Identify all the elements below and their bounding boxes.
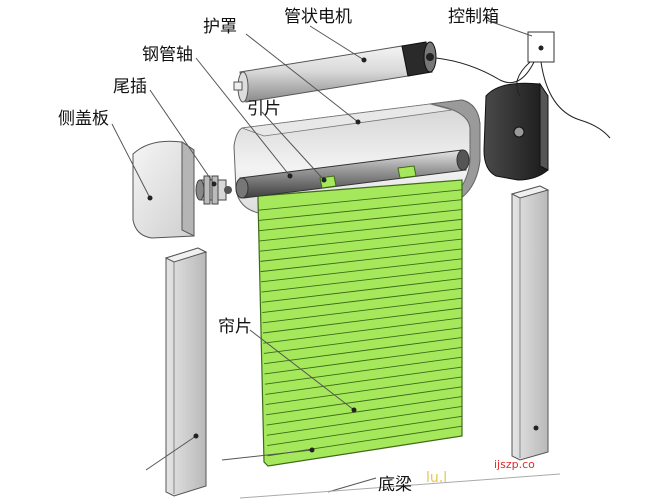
slat-line — [266, 406, 463, 436]
label-curtain-slat: 帘片 — [218, 317, 252, 337]
label-tail-plug: 尾插 — [113, 77, 147, 97]
motor-bracket — [483, 82, 549, 181]
slat-line — [262, 297, 463, 324]
label-bottom-beam: 底梁 — [378, 475, 412, 495]
slat-line — [262, 307, 463, 334]
slat-line — [263, 327, 463, 354]
tail-plug — [195, 175, 232, 205]
slat-line — [260, 238, 463, 262]
slat-line — [263, 317, 463, 344]
slat-line — [259, 228, 463, 252]
wires — [435, 57, 611, 139]
label-side-cover: 侧盖板 — [58, 109, 109, 129]
label-control-box: 控制箱 — [448, 7, 499, 27]
tubular-motor — [233, 41, 437, 103]
slat-line — [261, 268, 463, 293]
watermark-tail: lu.l — [426, 470, 448, 486]
slat-line — [258, 189, 463, 211]
slat-line — [259, 209, 463, 232]
side-cover-plate — [132, 140, 195, 239]
slat-line — [262, 287, 463, 313]
ground-line — [239, 473, 561, 499]
label-steel-shaft: 钢管轴 — [142, 45, 193, 65]
slat-line — [264, 356, 463, 385]
label-lead-slat: 引片 — [247, 99, 281, 119]
slat-line — [264, 346, 463, 375]
slat-line — [265, 376, 463, 406]
slat-line — [267, 415, 463, 446]
right-guide-rail — [510, 185, 550, 461]
watermark-site: ijszp.co — [494, 458, 535, 471]
slat-line — [261, 278, 463, 303]
left-guide-rail — [164, 247, 208, 497]
slat-line — [258, 199, 463, 221]
steel-shaft — [235, 149, 470, 199]
label-tube-motor: 管状电机 — [284, 7, 352, 27]
slat-line — [259, 218, 463, 242]
slat-line — [261, 258, 463, 283]
slat-line — [266, 396, 463, 426]
label-cover: 护罩 — [203, 17, 237, 37]
slat-line — [264, 337, 463, 365]
slat-line — [265, 366, 463, 395]
leader-lines — [111, 19, 533, 493]
slat-line — [266, 386, 463, 416]
curtain-slats — [257, 179, 463, 467]
marker-dots — [147, 45, 544, 453]
slat-line — [260, 248, 463, 273]
